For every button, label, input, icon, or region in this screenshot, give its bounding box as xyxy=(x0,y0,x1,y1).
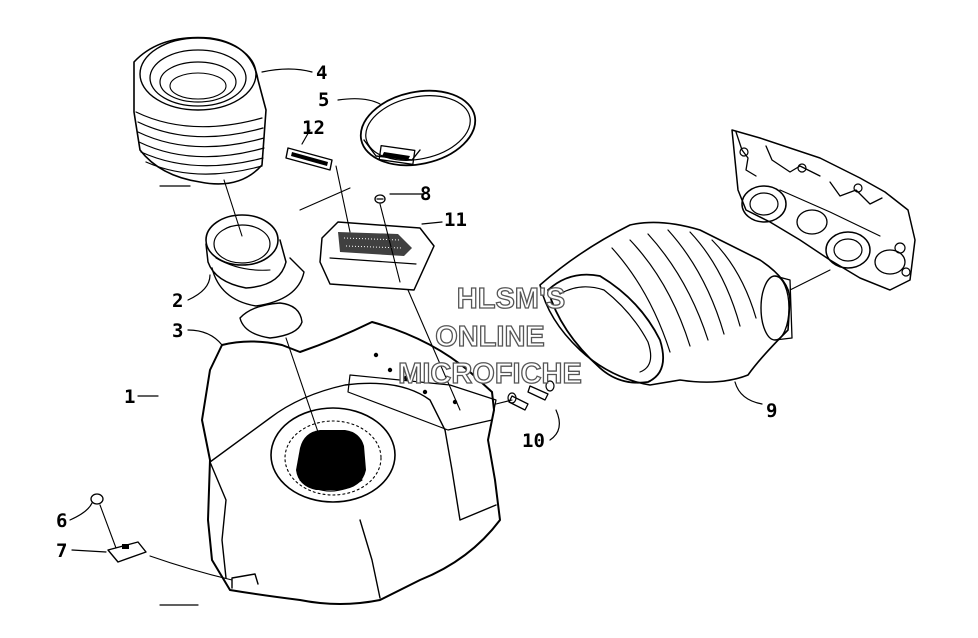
callout-7: 7 xyxy=(56,540,67,562)
gasket xyxy=(239,302,303,339)
callout-8: 8 xyxy=(420,183,431,205)
intake-boot xyxy=(205,214,305,307)
callout-3: 3 xyxy=(172,320,183,342)
air-filter-bellows xyxy=(133,36,267,185)
callout-1: 1 xyxy=(124,386,135,408)
small-washer xyxy=(90,493,104,505)
watermark-line-2: ONLINE xyxy=(435,321,545,353)
small-clip xyxy=(285,147,333,171)
watermark-line-3: MICROFICHE xyxy=(398,358,582,390)
callout-9: 9 xyxy=(766,400,777,422)
callout-11: 11 xyxy=(444,209,467,231)
airbox-housing xyxy=(201,321,501,605)
watermark: HLSM'S ONLINE MICROFICHE xyxy=(398,282,583,390)
callout-10: 10 xyxy=(522,430,545,452)
clamp-ring xyxy=(359,89,477,167)
intake-hole xyxy=(296,430,366,490)
callout-12: 12 xyxy=(302,117,325,139)
filter-cartridge xyxy=(319,221,435,291)
throttle-body-assembly xyxy=(731,129,916,291)
intake-duct xyxy=(539,221,793,386)
watermark-line-1: HLSM'S xyxy=(457,283,565,315)
callout-4: 4 xyxy=(316,62,327,84)
leader-lines xyxy=(69,68,831,606)
small-bracket xyxy=(107,541,147,563)
callout-labels: 1 2 3 4 5 6 7 8 9 10 11 12 xyxy=(56,62,777,562)
callout-6: 6 xyxy=(56,510,67,532)
screw xyxy=(374,194,386,204)
callout-2: 2 xyxy=(172,290,183,312)
callout-5: 5 xyxy=(318,89,329,111)
